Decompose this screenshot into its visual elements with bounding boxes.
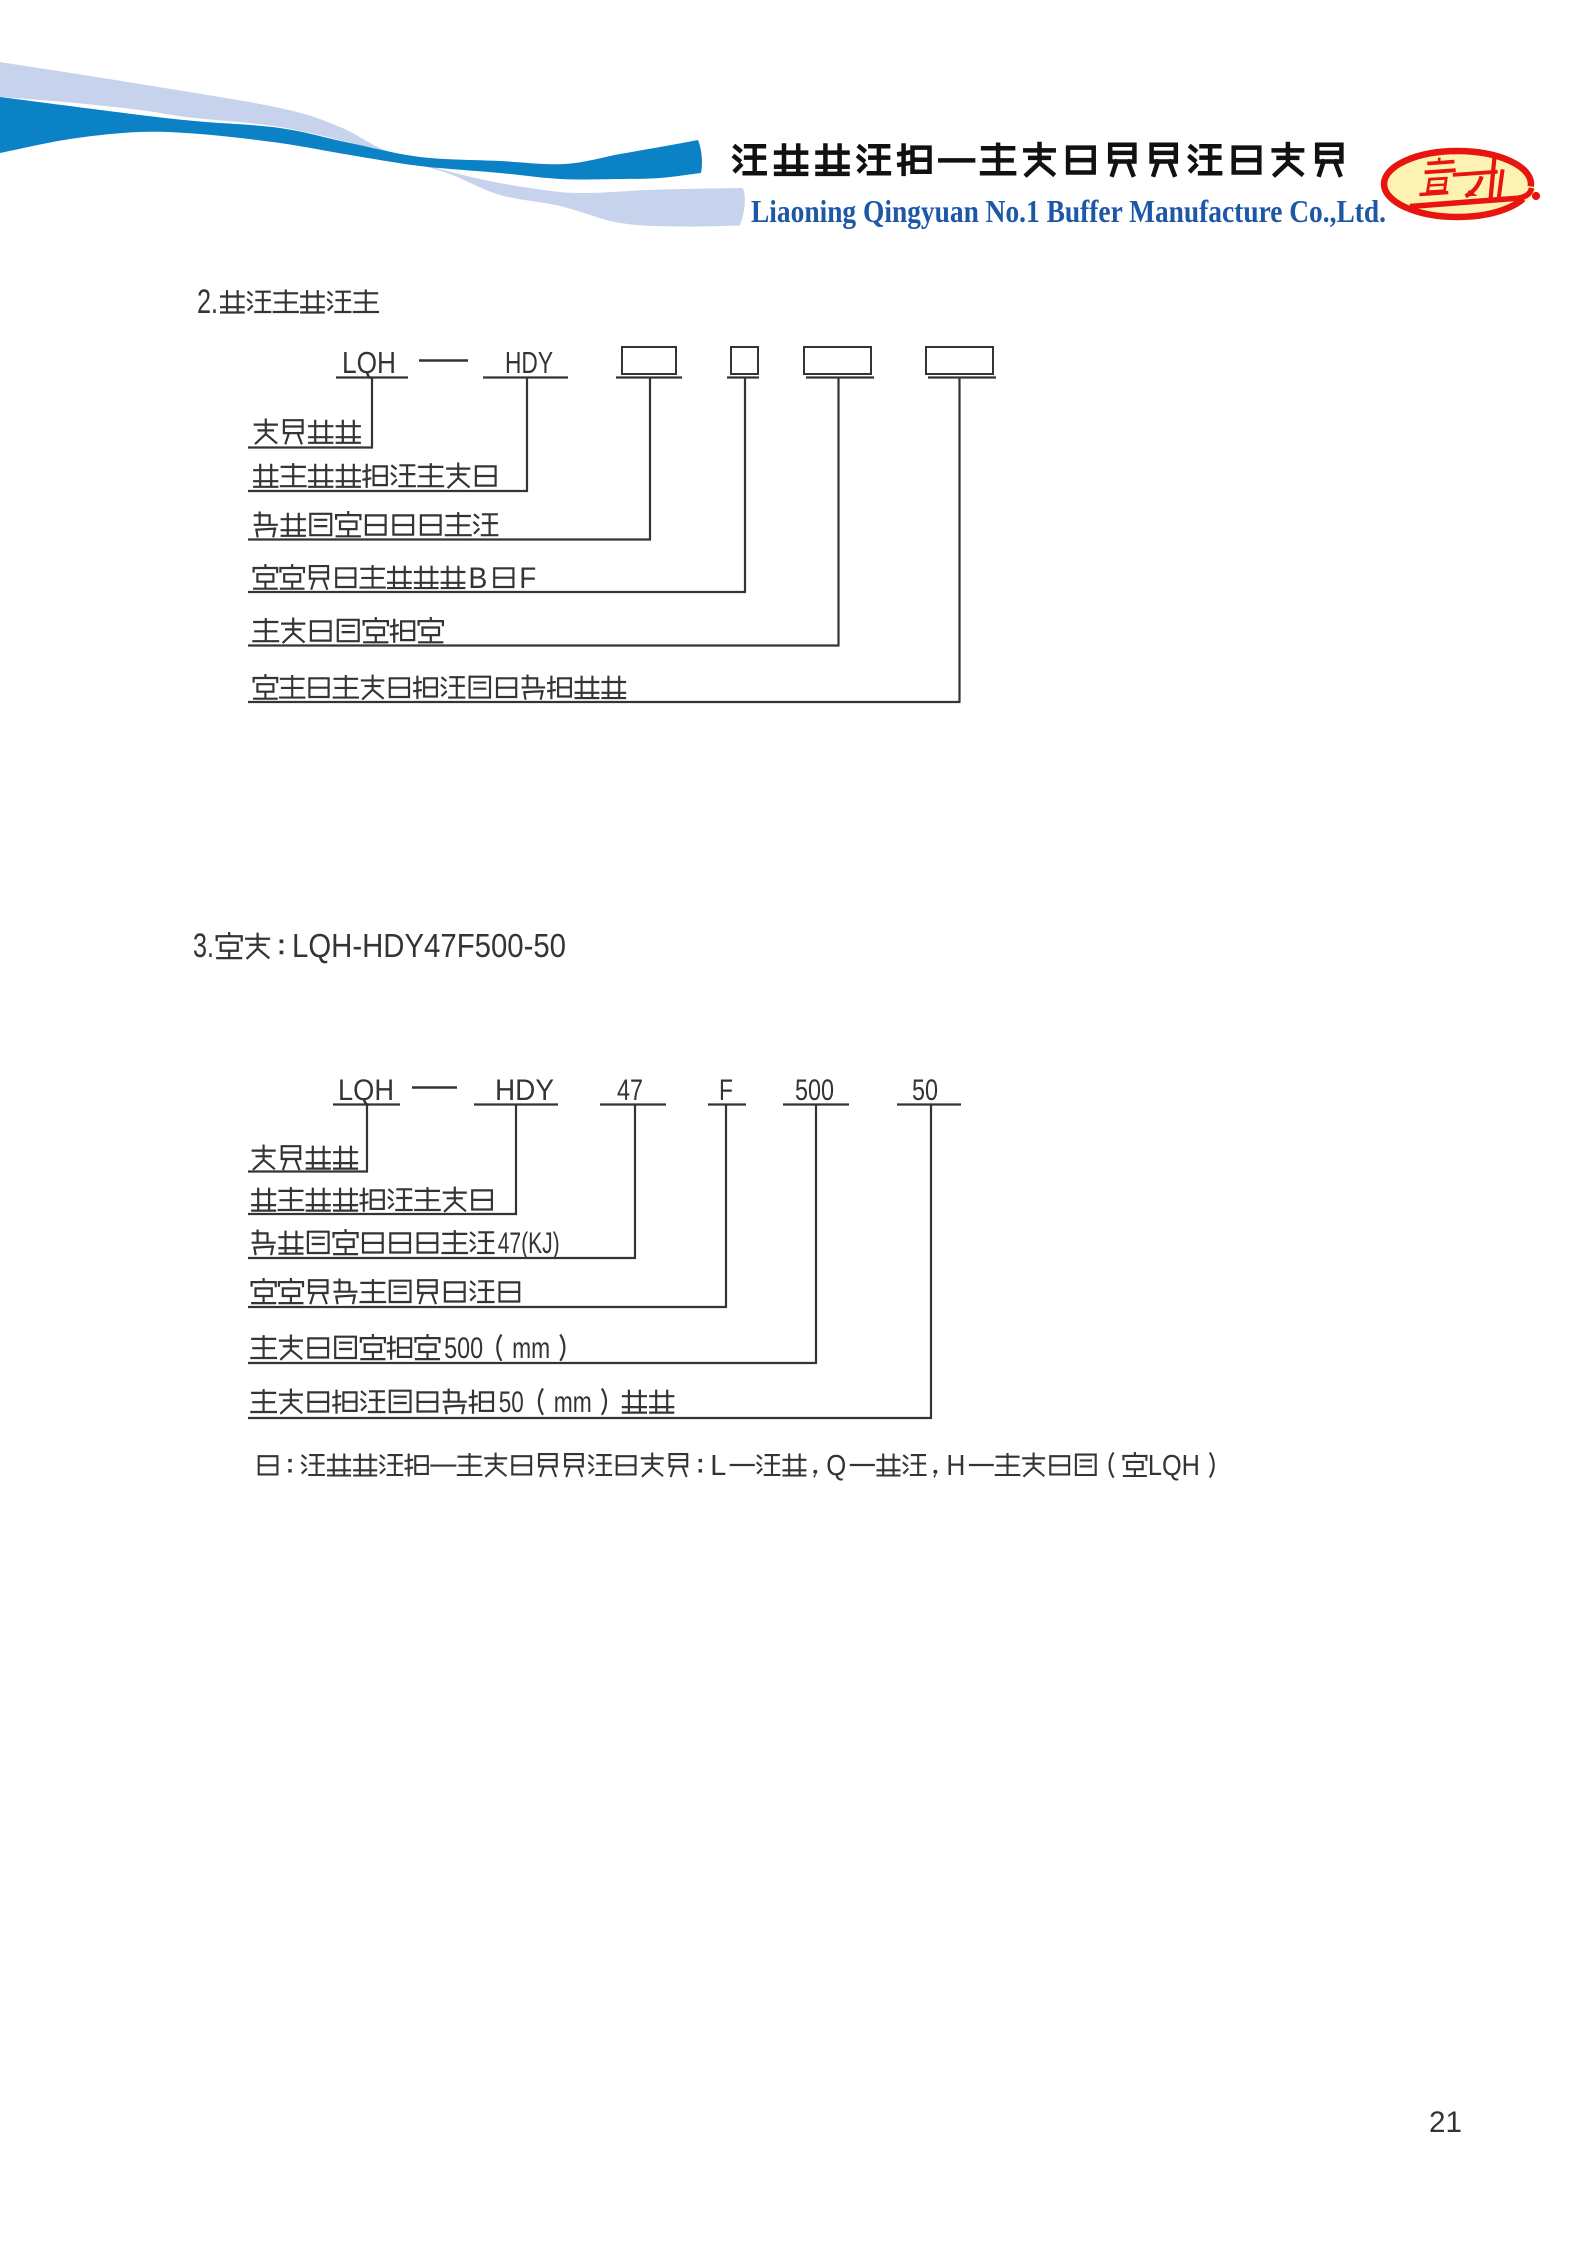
- svg-text:H: H: [946, 1450, 965, 1482]
- svg-text:50: 50: [499, 1386, 524, 1419]
- svg-text:mm: mm: [554, 1386, 592, 1419]
- svg-text:LQH-HDY47F500-50: LQH-HDY47F500-50: [292, 927, 566, 964]
- svg-text:50: 50: [912, 1074, 938, 1107]
- svg-text:500: 500: [795, 1074, 834, 1107]
- svg-text:Liaoning Qingyuan No.1 Buffer: Liaoning Qingyuan No.1 Buffer Manufactur…: [751, 193, 1386, 229]
- svg-text:2.: 2.: [197, 283, 218, 321]
- svg-text:Q: Q: [826, 1450, 846, 1482]
- svg-text:mm: mm: [512, 1332, 550, 1365]
- svg-text:47(KJ): 47(KJ): [498, 1227, 560, 1260]
- svg-text:L: L: [710, 1450, 726, 1482]
- svg-text:3.: 3.: [193, 927, 214, 965]
- svg-text:47: 47: [617, 1074, 643, 1107]
- svg-text:LQH: LQH: [1148, 1450, 1200, 1482]
- svg-text:HDY: HDY: [505, 345, 553, 380]
- svg-text:LQH: LQH: [338, 1074, 394, 1107]
- svg-text:500: 500: [444, 1332, 483, 1365]
- svg-text:HDY: HDY: [495, 1074, 554, 1107]
- svg-text:F: F: [719, 1074, 733, 1107]
- svg-text:F: F: [519, 562, 536, 595]
- svg-text:21: 21: [1429, 2106, 1462, 2139]
- svg-text:B: B: [468, 562, 487, 595]
- svg-text:LQH: LQH: [342, 345, 396, 380]
